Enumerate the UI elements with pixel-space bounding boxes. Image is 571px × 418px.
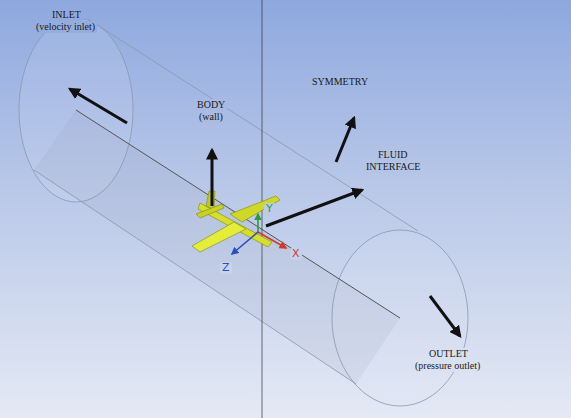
part-name: INLET — [50, 9, 83, 21]
domain-outline — [19, 18, 468, 406]
part-name: SYMMETRY — [310, 76, 370, 88]
part-name: BODY — [195, 99, 227, 111]
axis-label: Y — [264, 203, 275, 215]
part-name: OUTLET — [427, 348, 470, 360]
part-note: INTERFACE — [364, 161, 422, 173]
part-note: (pressure outlet) — [413, 360, 482, 372]
part-note: (wall) — [197, 111, 225, 123]
part-note: (velocity inlet) — [34, 21, 97, 33]
axis-label: X — [290, 248, 302, 260]
part-name: FLUID — [376, 149, 409, 161]
leader-arrows — [70, 89, 460, 336]
axis-label: Z — [220, 262, 232, 274]
airplane-body — [192, 191, 280, 252]
symmetry-edge — [76, 110, 400, 318]
